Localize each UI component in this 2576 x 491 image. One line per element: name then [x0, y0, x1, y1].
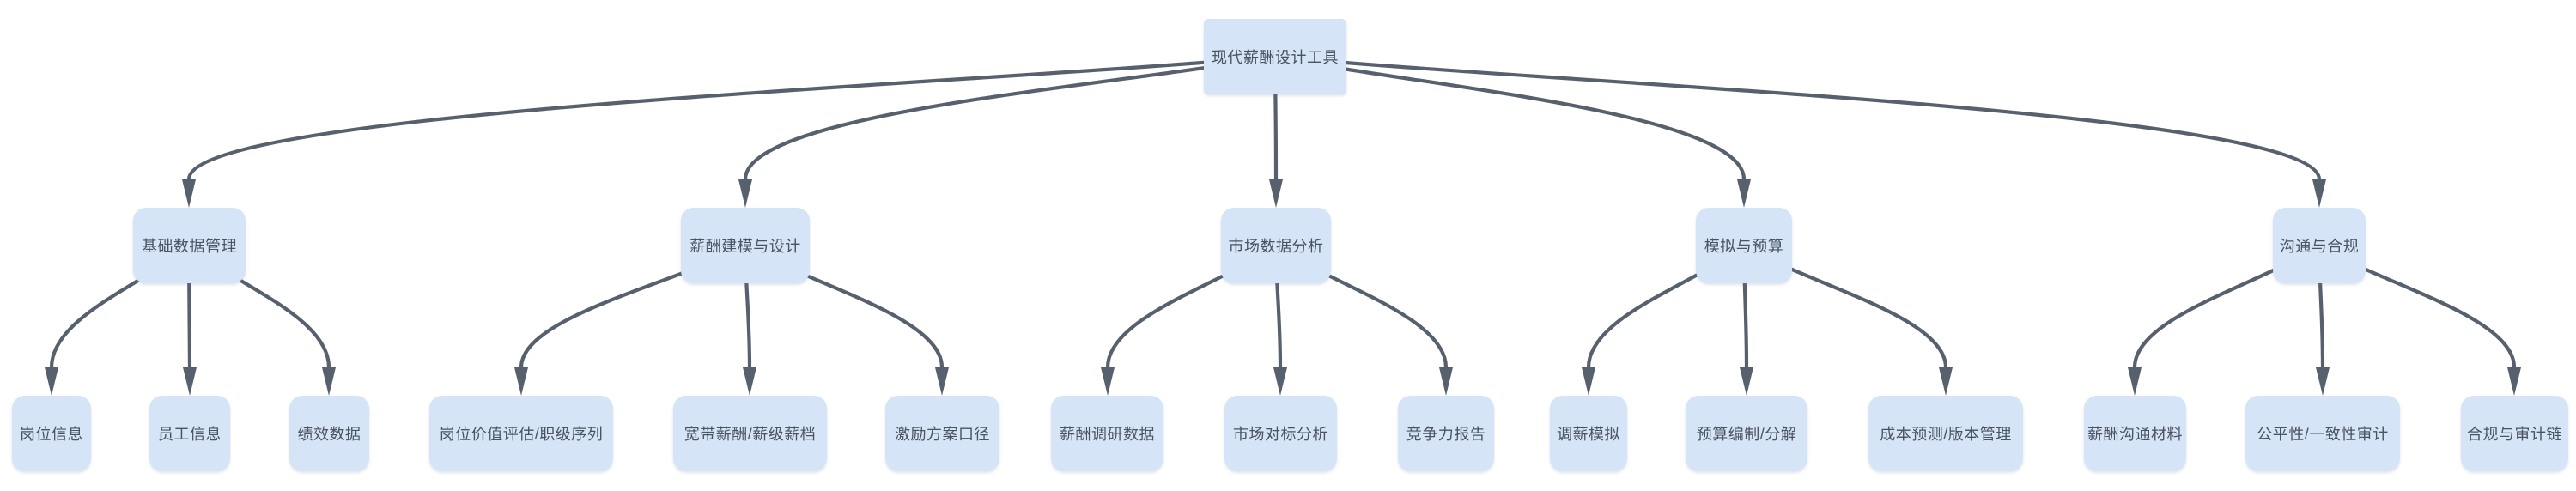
arrowhead-icon — [738, 179, 752, 208]
node-label: 成本预测/版本管理 — [1880, 426, 2012, 443]
node-label: 市场对标分析 — [1233, 426, 1328, 443]
node-broadband-salary-grades[interactable]: 宽带薪酬/薪级薪档 — [673, 396, 827, 471]
node-label: 薪酬沟通材料 — [2087, 426, 2183, 443]
node-salary-survey-data[interactable]: 薪酬调研数据 — [1051, 396, 1163, 471]
arrowhead-icon — [182, 179, 196, 208]
node-label: 预算编制/分解 — [1696, 426, 1797, 443]
node-communication-compliance[interactable]: 沟通与合规 — [2273, 208, 2366, 283]
node-competitiveness-report[interactable]: 竞争力报告 — [1398, 396, 1494, 471]
node-label: 岗位信息 — [20, 426, 83, 443]
arrowhead-icon — [2312, 179, 2326, 208]
node-market-benchmark-analysis[interactable]: 市场对标分析 — [1224, 396, 1337, 471]
arrowhead-icon — [2128, 367, 2142, 396]
arrowhead-icon — [1737, 179, 1751, 208]
node-label: 绩效数据 — [297, 426, 361, 443]
arrowhead-icon — [1273, 367, 1287, 396]
node-incentive-scheme[interactable]: 激励方案口径 — [885, 396, 999, 471]
node-label: 宽带薪酬/薪级薪档 — [683, 426, 817, 443]
node-label: 模拟与预算 — [1704, 238, 1784, 255]
node-label: 沟通与合规 — [2279, 238, 2360, 255]
node-budget-preparation[interactable]: 预算编制/分解 — [1686, 396, 1807, 471]
arrowhead-icon — [1269, 179, 1283, 208]
arrowhead-icon — [2316, 367, 2330, 396]
node-label: 岗位价值评估/职级序列 — [439, 426, 604, 443]
node-root-label: 现代薪酬设计工具 — [1212, 49, 1339, 66]
arrowhead-icon — [1740, 367, 1753, 396]
node-label: 员工信息 — [158, 426, 222, 443]
arrowhead-icon — [322, 367, 336, 396]
node-label: 薪酬建模与设计 — [690, 238, 801, 255]
arrowhead-icon — [1101, 367, 1115, 396]
node-label: 竞争力报告 — [1406, 426, 1486, 443]
node-label: 公平性/一致性审计 — [2257, 426, 2389, 443]
node-label: 基础数据管理 — [142, 238, 237, 255]
node-salary-adjustment-simulation[interactable]: 调薪模拟 — [1550, 396, 1627, 471]
node-label: 市场数据分析 — [1228, 238, 1324, 255]
arrowhead-icon — [45, 367, 58, 396]
edge — [186, 54, 1278, 182]
node-comm-materials[interactable]: 薪酬沟通材料 — [2084, 396, 2186, 471]
edge — [1273, 54, 2322, 182]
node-label: 调薪模拟 — [1557, 426, 1620, 443]
node-cost-forecast-version[interactable]: 成本预测/版本管理 — [1868, 396, 2023, 471]
node-market-data-analysis[interactable]: 市场数据分析 — [1221, 208, 1331, 283]
node-job-value-evaluation[interactable]: 岗位价值评估/职级序列 — [429, 396, 613, 471]
arrowhead-icon — [1939, 367, 1953, 396]
node-simulation-budget[interactable]: 模拟与预算 — [1696, 208, 1792, 283]
arrowhead-icon — [2507, 367, 2521, 396]
arrowhead-icon — [743, 367, 756, 396]
node-label: 薪酬调研数据 — [1060, 426, 1155, 443]
edge — [743, 54, 1278, 182]
node-job-info[interactable]: 岗位信息 — [12, 396, 91, 471]
node-employee-info[interactable]: 员工信息 — [149, 396, 230, 471]
node-performance-data[interactable]: 绩效数据 — [289, 396, 369, 471]
node-foundation-data-management[interactable]: 基础数据管理 — [133, 208, 246, 283]
node-label: 激励方案口径 — [895, 426, 990, 443]
node-compliance-audit-chain[interactable]: 合规与审计链 — [2461, 396, 2568, 471]
arrowhead-icon — [514, 367, 528, 396]
arrowhead-icon — [183, 367, 197, 396]
arrowhead-icon — [935, 367, 949, 396]
arrowhead-icon — [1439, 367, 1453, 396]
node-fairness-consistency-audit[interactable]: 公平性/一致性审计 — [2245, 396, 2400, 471]
node-root[interactable]: 现代薪酬设计工具 — [1204, 19, 1346, 94]
node-label: 合规与审计链 — [2467, 426, 2562, 443]
arrowhead-icon — [1582, 367, 1595, 396]
node-comp-modeling-design[interactable]: 薪酬建模与设计 — [681, 208, 810, 283]
